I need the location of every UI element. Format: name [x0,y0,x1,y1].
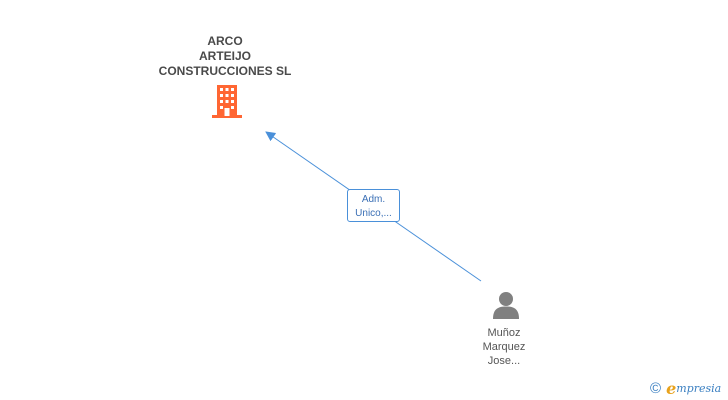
person-name-line-3: Jose... [487,355,521,367]
empresia-footer[interactable]: © e mpresia [650,378,722,398]
building-icon[interactable] [210,84,244,125]
person-icon[interactable] [491,290,521,325]
company-name-line-3: CONSTRUCCIONES SL [158,64,292,78]
relation-label[interactable]: Adm. Unico,... [347,189,400,222]
relation-label-line-1: Adm. [361,194,386,205]
company-name[interactable]: ARCO ARTEIJO CONSTRUCCIONES SL [145,34,305,79]
brand-logo-initial: e [666,378,677,398]
relation-label-line-2: Unico,... [355,208,392,219]
brand-logo-text: mpresia [676,381,722,395]
person-name[interactable]: Muñoz Marquez Jose... [454,326,554,368]
company-name-line-1: ARCO [207,34,243,48]
person-name-line-1: Muñoz [487,327,521,339]
company-name-line-2: ARTEIJO [198,49,251,63]
copyright-icon: © [650,379,662,397]
person-name-line-2: Marquez [482,341,526,353]
